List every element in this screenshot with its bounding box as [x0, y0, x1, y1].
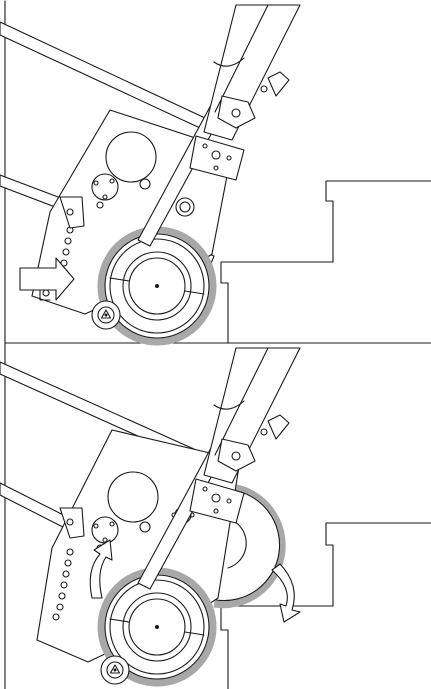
small-wheel	[91, 300, 121, 330]
rotation-arrow-up	[89, 539, 113, 599]
rotation-arrow-down	[271, 563, 301, 623]
stair-steps	[220, 180, 431, 344]
push-arrow	[19, 257, 75, 301]
stair-steps	[220, 522, 431, 689]
main-wheel	[101, 230, 213, 342]
handle-column	[137, 4, 301, 247]
handle-column	[137, 347, 301, 590]
panel-top-push-forward	[0, 0, 431, 344]
panel-bottom-rotate-climb	[0, 342, 431, 689]
small-wheel	[100, 655, 130, 685]
